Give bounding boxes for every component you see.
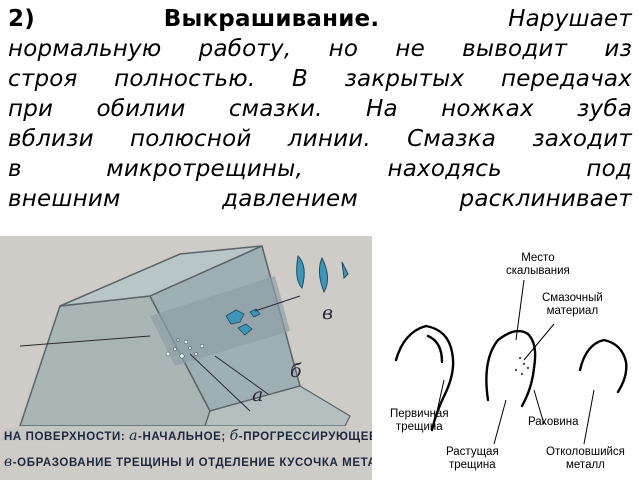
- label-chipped-metal: Отколовшийся металл: [546, 446, 625, 471]
- text-line-2: нормальную работу, но не выводит из: [8, 36, 632, 62]
- label-a: а: [252, 384, 264, 406]
- detached-fragments: [296, 254, 349, 294]
- caption-v-text: -ОБРАЗОВАНИЕ ТРЕЩИНЫ И ОТДЕЛЕНИЕ КУСОЧКА…: [12, 457, 372, 469]
- figure-caption-line-2: в-ОБРАЗОВАНИЕ ТРЕЩИНЫ И ОТДЕЛЕНИЕ КУСОЧК…: [4, 454, 372, 470]
- label-growing-crack: Растущая трещина: [446, 446, 499, 471]
- text-line-6: в микротрещины, находясь под: [8, 156, 632, 182]
- caption-a-text: -НАЧАЛЬНОЕ;: [138, 431, 226, 443]
- text-line-1: 2) Выкрашивание. Нарушает: [8, 4, 632, 34]
- text-line-3: строя полностью. В закрытых передачах: [8, 66, 632, 92]
- item-number: 2): [8, 6, 35, 32]
- caption-v: в: [4, 454, 13, 470]
- lubricant-dots: [514, 356, 530, 376]
- label-primary-crack: Первичная трещина: [390, 408, 449, 433]
- caption-b-text: -ПРОГРЕССИРУЮЩЕЕ;: [238, 431, 372, 443]
- schematic-leader-lines: [435, 279, 595, 445]
- caption-a: а: [129, 428, 139, 444]
- label-b: б: [290, 360, 302, 382]
- progressive-pits: [225, 308, 261, 336]
- figure-caption-line-1: НА ПОВЕРХНОСТИ: а-НАЧАЛЬНОЕ; б-ПРОГРЕССИ…: [4, 428, 372, 444]
- gear-teeth-illustration: [394, 279, 628, 445]
- body-text: 2) Выкрашивание. Нарушает нормальную раб…: [8, 4, 632, 214]
- text-line-4: при обилии смазки. На ножках зуба: [8, 96, 632, 122]
- label-lubricant: Смазочный материал: [542, 292, 603, 317]
- text-line-7: внешним давлением расклинивает: [8, 186, 632, 212]
- label-chipping-place: Место скалывания: [506, 252, 570, 277]
- text-line-1-rest: Нарушает: [508, 6, 632, 32]
- tooth-illustration: [0, 236, 372, 480]
- caption-prefix: НА ПОВЕРХНОСТИ:: [4, 431, 126, 443]
- initial-pits: [165, 338, 205, 359]
- label-v: в: [322, 302, 334, 324]
- crack-schematic-figure: Место скалывания Смазочный материал Перв…: [384, 240, 640, 480]
- text-line-5: вблизи полюсной линии. Смазка заходит: [8, 126, 632, 152]
- section-heading: Выкрашивание.: [163, 6, 380, 32]
- caption-b: б: [229, 428, 239, 444]
- pitting-tooth-figure: в б а НА ПОВЕРХНОСТИ: а-НАЧАЛЬНОЕ; б-ПРО…: [0, 236, 372, 480]
- label-pit: Раковина: [528, 416, 579, 428]
